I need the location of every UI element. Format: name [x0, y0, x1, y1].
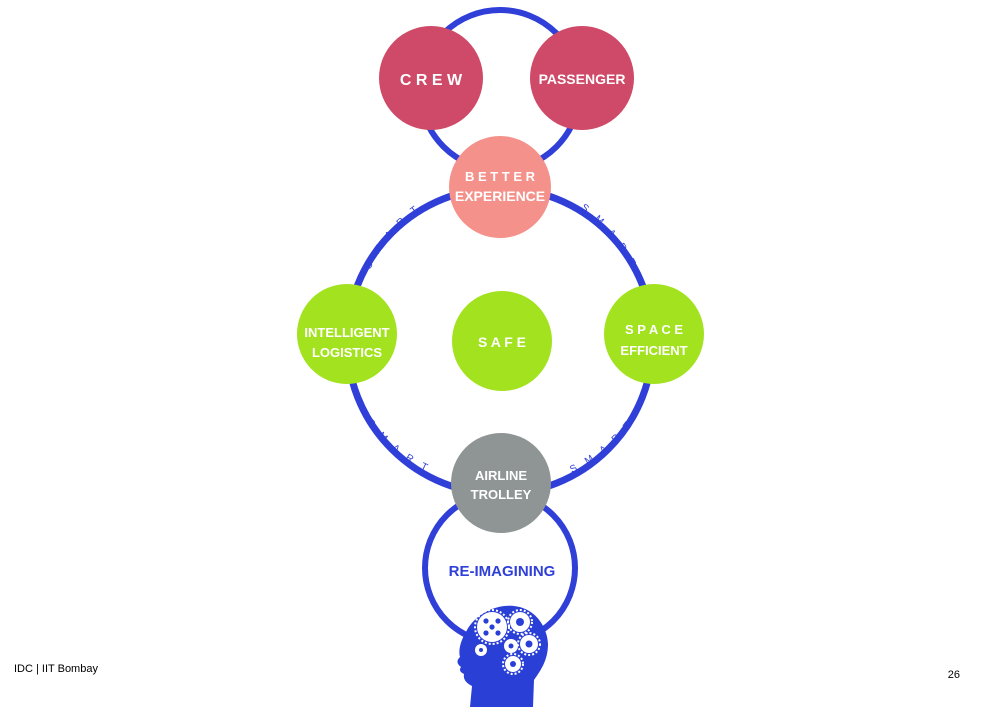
better-label-line2: EXPERIENCE [455, 188, 545, 204]
safe-label: S A F E [478, 334, 526, 350]
reimagining-label: RE-IMAGINING [449, 563, 556, 580]
better-experience-node: B E T T E R EXPERIENCE [449, 136, 551, 238]
airline-label-line2: TROLLEY [471, 487, 532, 502]
intelligent-label-line2: LOGISTICS [312, 345, 382, 360]
space-efficient-node: S P A C E EFFICIENT [604, 284, 704, 384]
better-label-line1: B E T T E R [465, 169, 536, 184]
footer-institution: IDC | IIT Bombay [14, 663, 98, 675]
crew-label: C R E W [400, 72, 463, 89]
smart-label-bottom-left: S M A R T [364, 418, 433, 476]
passenger-label: PASSENGER [539, 71, 626, 87]
intelligent-logistics-node: INTELLIGENT LOGISTICS [297, 284, 397, 384]
intelligent-label-line1: INTELLIGENT [304, 325, 389, 340]
smart-label-top-right: S M A R T [579, 202, 639, 271]
passenger-node: PASSENGER [530, 26, 634, 130]
smart-label-bottom-right: S M A R T [568, 417, 636, 476]
airline-trolley-node: AIRLINE TROLLEY [451, 433, 551, 533]
crew-node: C R E W [379, 26, 483, 130]
airline-label-line1: AIRLINE [475, 468, 527, 483]
page-number: 26 [947, 669, 960, 681]
smart-label-top-left: S M A R T [363, 202, 423, 271]
space-label-line2: EFFICIENT [620, 343, 687, 358]
safe-node: S A F E [452, 291, 552, 391]
space-label-line1: S P A C E [625, 322, 683, 337]
head-with-gears-icon [457, 605, 548, 707]
